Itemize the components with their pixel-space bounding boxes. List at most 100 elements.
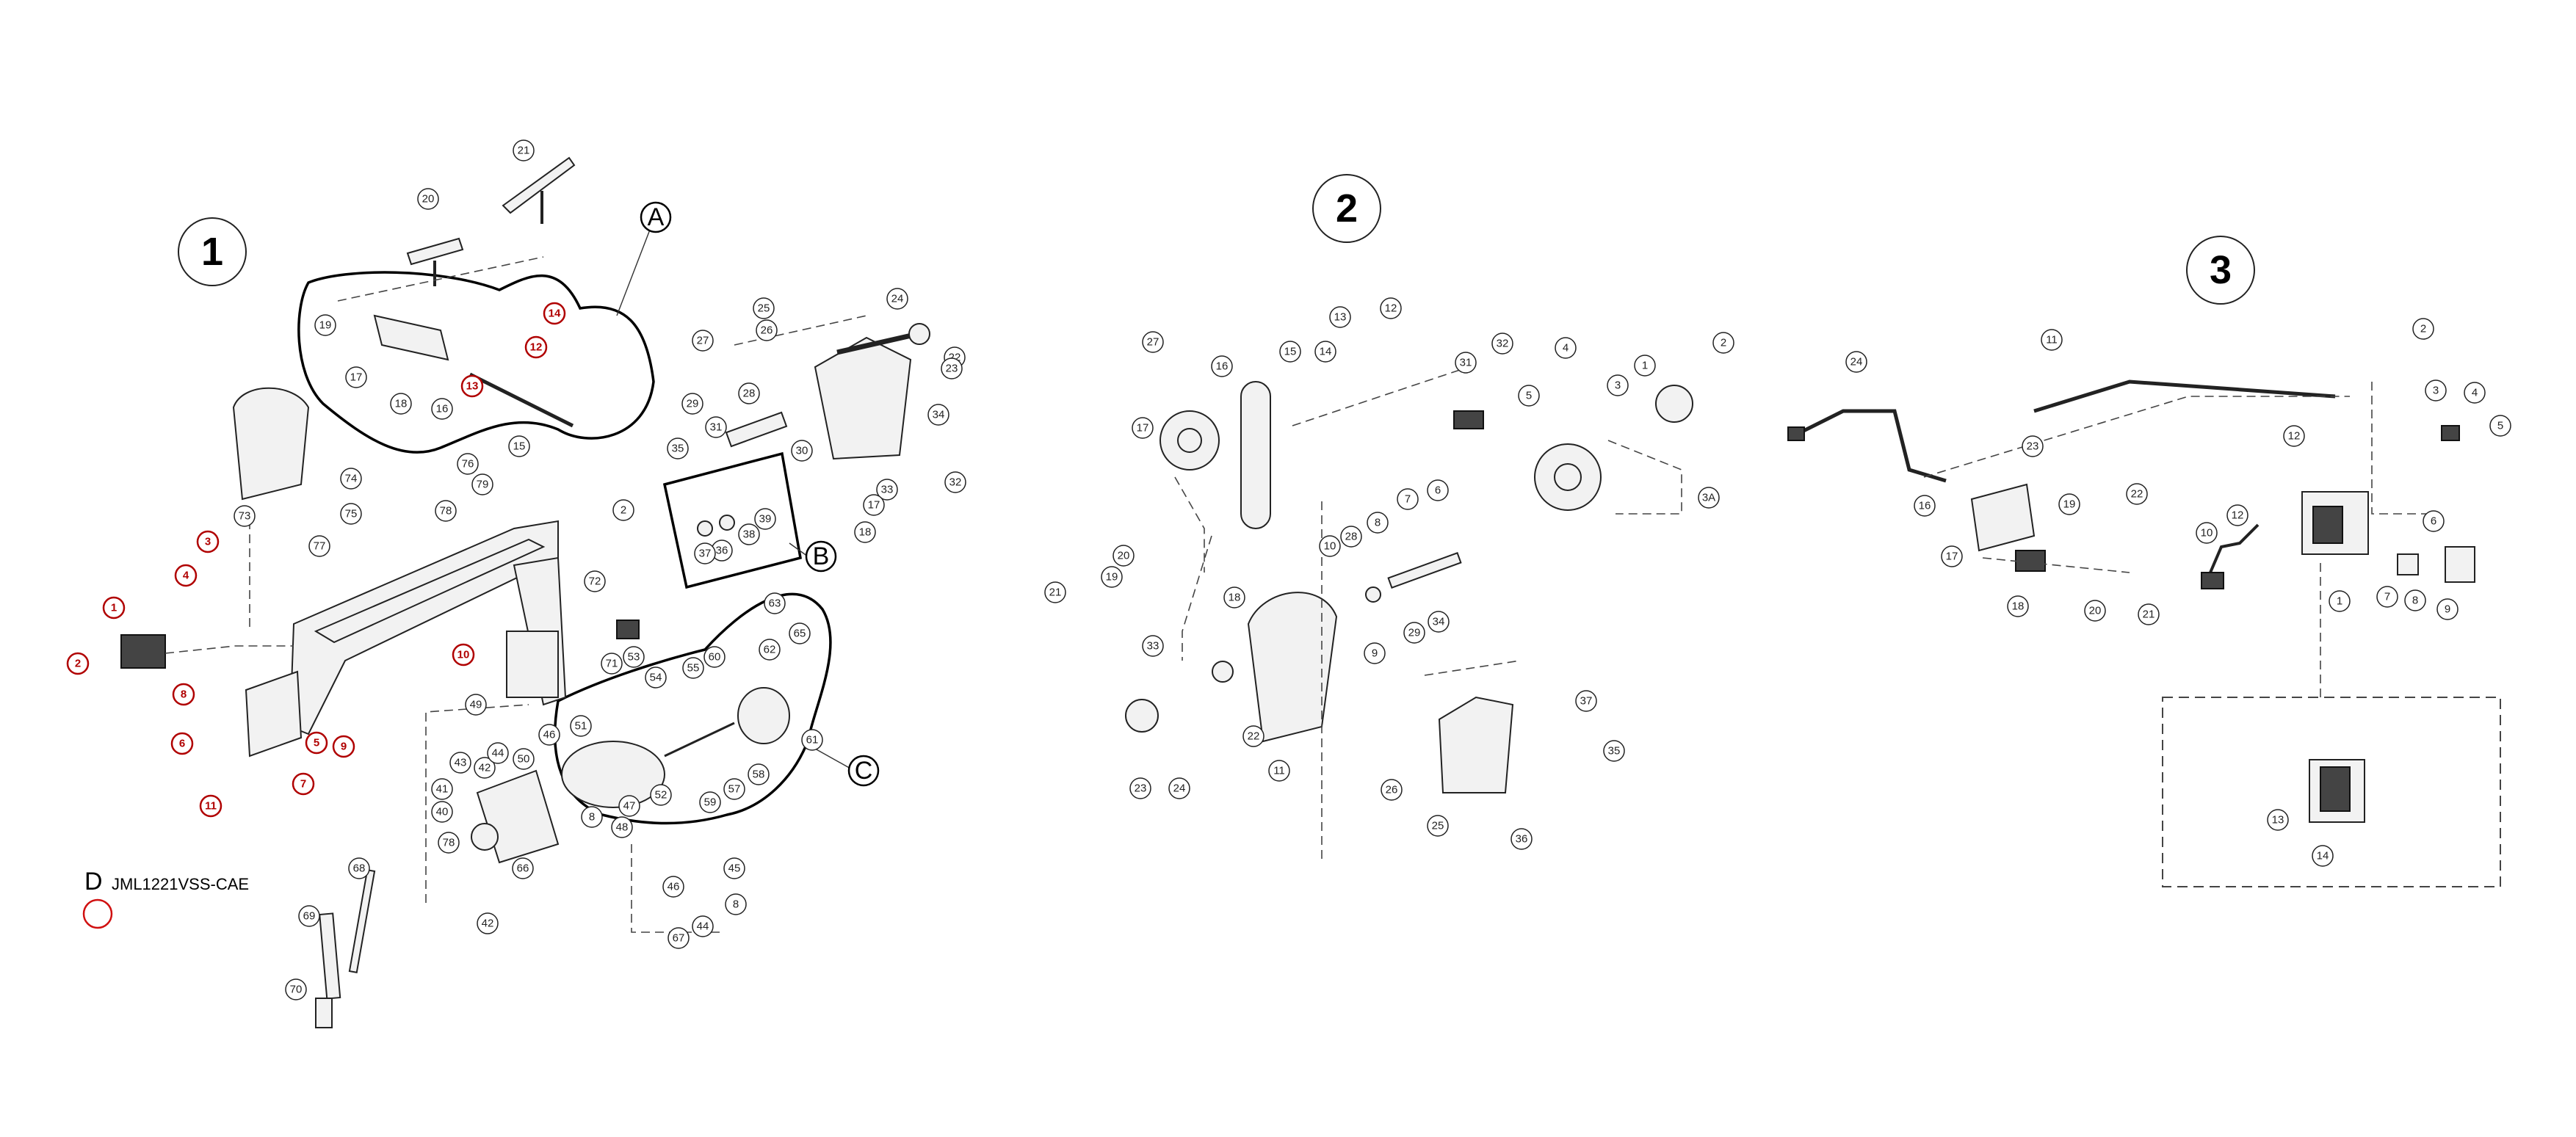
s1-callout-bubble xyxy=(623,646,645,668)
wrench-68 xyxy=(348,869,376,973)
legend-letter: D xyxy=(84,868,103,896)
switch-9 xyxy=(2445,546,2475,583)
s2-callout-bubble xyxy=(1698,487,1720,509)
s2-callout-number: 8 xyxy=(1375,517,1381,529)
s1-callout-number: 30 xyxy=(796,445,808,457)
s1-callout-bubble xyxy=(199,794,222,818)
s1-callout-bubble xyxy=(174,564,198,587)
group-b-badge xyxy=(805,540,837,573)
s1-callout-bubble xyxy=(471,473,493,495)
s2-callout-number: 29 xyxy=(1408,627,1421,639)
s1-callout-bubble xyxy=(348,857,370,879)
s1-callout-bubble xyxy=(457,453,479,475)
s1-callout-bubble xyxy=(508,435,530,457)
s1-callout-number: 26 xyxy=(761,324,773,337)
s1-callout-number: 42 xyxy=(482,918,494,930)
s3-callout-number: 6 xyxy=(2431,515,2436,528)
s2-callout-number: 3 xyxy=(1615,379,1621,392)
spindle-washer-2 xyxy=(719,515,735,531)
s2-callout-number: 17 xyxy=(1137,422,1149,435)
s3-callout-bubble xyxy=(2138,603,2160,625)
index-plate-part xyxy=(1655,385,1693,423)
s1-dash-5 xyxy=(734,315,867,346)
s3-callout-bubble xyxy=(2436,598,2459,620)
group-b-outline xyxy=(662,451,803,589)
s1-callout-bubble xyxy=(738,382,760,404)
s2-callout-number: 4 xyxy=(1563,342,1569,355)
group-a-leader xyxy=(616,219,654,316)
s3-callout-bubble xyxy=(2489,415,2511,437)
s1-callout-bubble xyxy=(513,748,535,770)
s2-callout-number: 23 xyxy=(1135,782,1147,795)
s1-callout-bubble xyxy=(170,732,194,755)
s2-callout-number: 22 xyxy=(1248,730,1260,743)
s1-callout-bubble xyxy=(196,530,220,553)
s1-callout-bubble xyxy=(460,374,484,398)
s2-callout-bubble xyxy=(1427,815,1449,837)
s2-callout-bubble xyxy=(1380,297,1402,319)
s2-callout-bubble xyxy=(1712,332,1734,354)
s1-callout-number: 17 xyxy=(868,499,880,512)
s2-dash-4 xyxy=(1182,535,1212,661)
s1-callout-bubble xyxy=(581,806,603,828)
s2-callout-bubble xyxy=(1044,581,1066,603)
s2-callout-bubble xyxy=(1510,828,1533,850)
s1-callout-number: 67 xyxy=(673,932,685,945)
s1-callout-bubble xyxy=(944,471,966,493)
s3-dash-4 xyxy=(1982,557,2130,573)
s1-callout-number: 18 xyxy=(395,398,408,410)
s3-callout-number: 16 xyxy=(1919,500,1931,512)
s1-callout-bubble xyxy=(314,314,336,336)
s1-callout-number: 38 xyxy=(743,528,756,541)
s1-callout-bubble xyxy=(682,657,704,679)
s2-callout-number: 1 xyxy=(1642,360,1648,372)
s1-callout-bubble xyxy=(465,694,487,716)
section-1-label: 1 xyxy=(201,230,223,274)
s1-callout-number: 21 xyxy=(518,145,530,157)
inverter-part xyxy=(506,631,559,698)
s3-callout-number: 2 xyxy=(2420,323,2426,335)
s2-callout-bubble xyxy=(1603,740,1625,762)
s2-callout-bubble xyxy=(1575,690,1597,712)
s1-dash-6 xyxy=(631,844,720,933)
s1-callout-bubble xyxy=(449,752,471,774)
s1-callout-number: 66 xyxy=(517,862,529,875)
s1-callout-bubble xyxy=(759,639,781,661)
s3-callout-number: 4 xyxy=(2472,387,2478,399)
s2-callout-number: 6 xyxy=(1435,484,1441,497)
s1-callout-number: 75 xyxy=(345,508,358,520)
s1-callout-bubble xyxy=(662,876,684,898)
s1-callout-number: 2 xyxy=(75,658,81,670)
knockout-rod xyxy=(315,998,333,1028)
s3-callout-bubble xyxy=(2226,504,2248,526)
s1-callout-bubble xyxy=(234,505,256,527)
s2-callout-number: 27 xyxy=(1147,336,1159,349)
s2-callout-number: 2 xyxy=(1721,337,1726,349)
s1-callout-number: 72 xyxy=(589,575,601,588)
s1-callout-bubble xyxy=(756,319,778,341)
s2-callout-number: 10 xyxy=(1324,540,1336,553)
s1-callout-bubble xyxy=(789,622,811,644)
group-a-badge xyxy=(640,201,672,233)
s2-callout-bubble xyxy=(1101,566,1123,588)
s1-callout-bubble xyxy=(692,330,714,352)
tailstock-body xyxy=(814,336,912,460)
motor-pulley xyxy=(471,823,499,851)
s2-dash-3 xyxy=(1292,366,1469,426)
s1-callout-number: 63 xyxy=(769,597,781,610)
s2-callout-number: 18 xyxy=(1229,592,1241,604)
s2-callout-bubble xyxy=(1340,526,1362,548)
s2-dash-5 xyxy=(1607,440,1682,515)
switch-box-17 xyxy=(1970,483,2036,552)
s1-callout-bubble xyxy=(538,724,560,746)
s3-callout-bubble xyxy=(2267,809,2289,831)
s1-callout-bubble xyxy=(748,763,770,785)
switch-box-part xyxy=(120,634,166,669)
s1-callout-number: 8 xyxy=(181,689,187,701)
s1-callout-bubble xyxy=(431,398,453,420)
s1-callout-bubble xyxy=(332,735,355,758)
s1-callout-bubble xyxy=(612,499,634,521)
s1-callout-bubble xyxy=(431,801,453,823)
s2-callout-bubble xyxy=(1268,760,1290,782)
